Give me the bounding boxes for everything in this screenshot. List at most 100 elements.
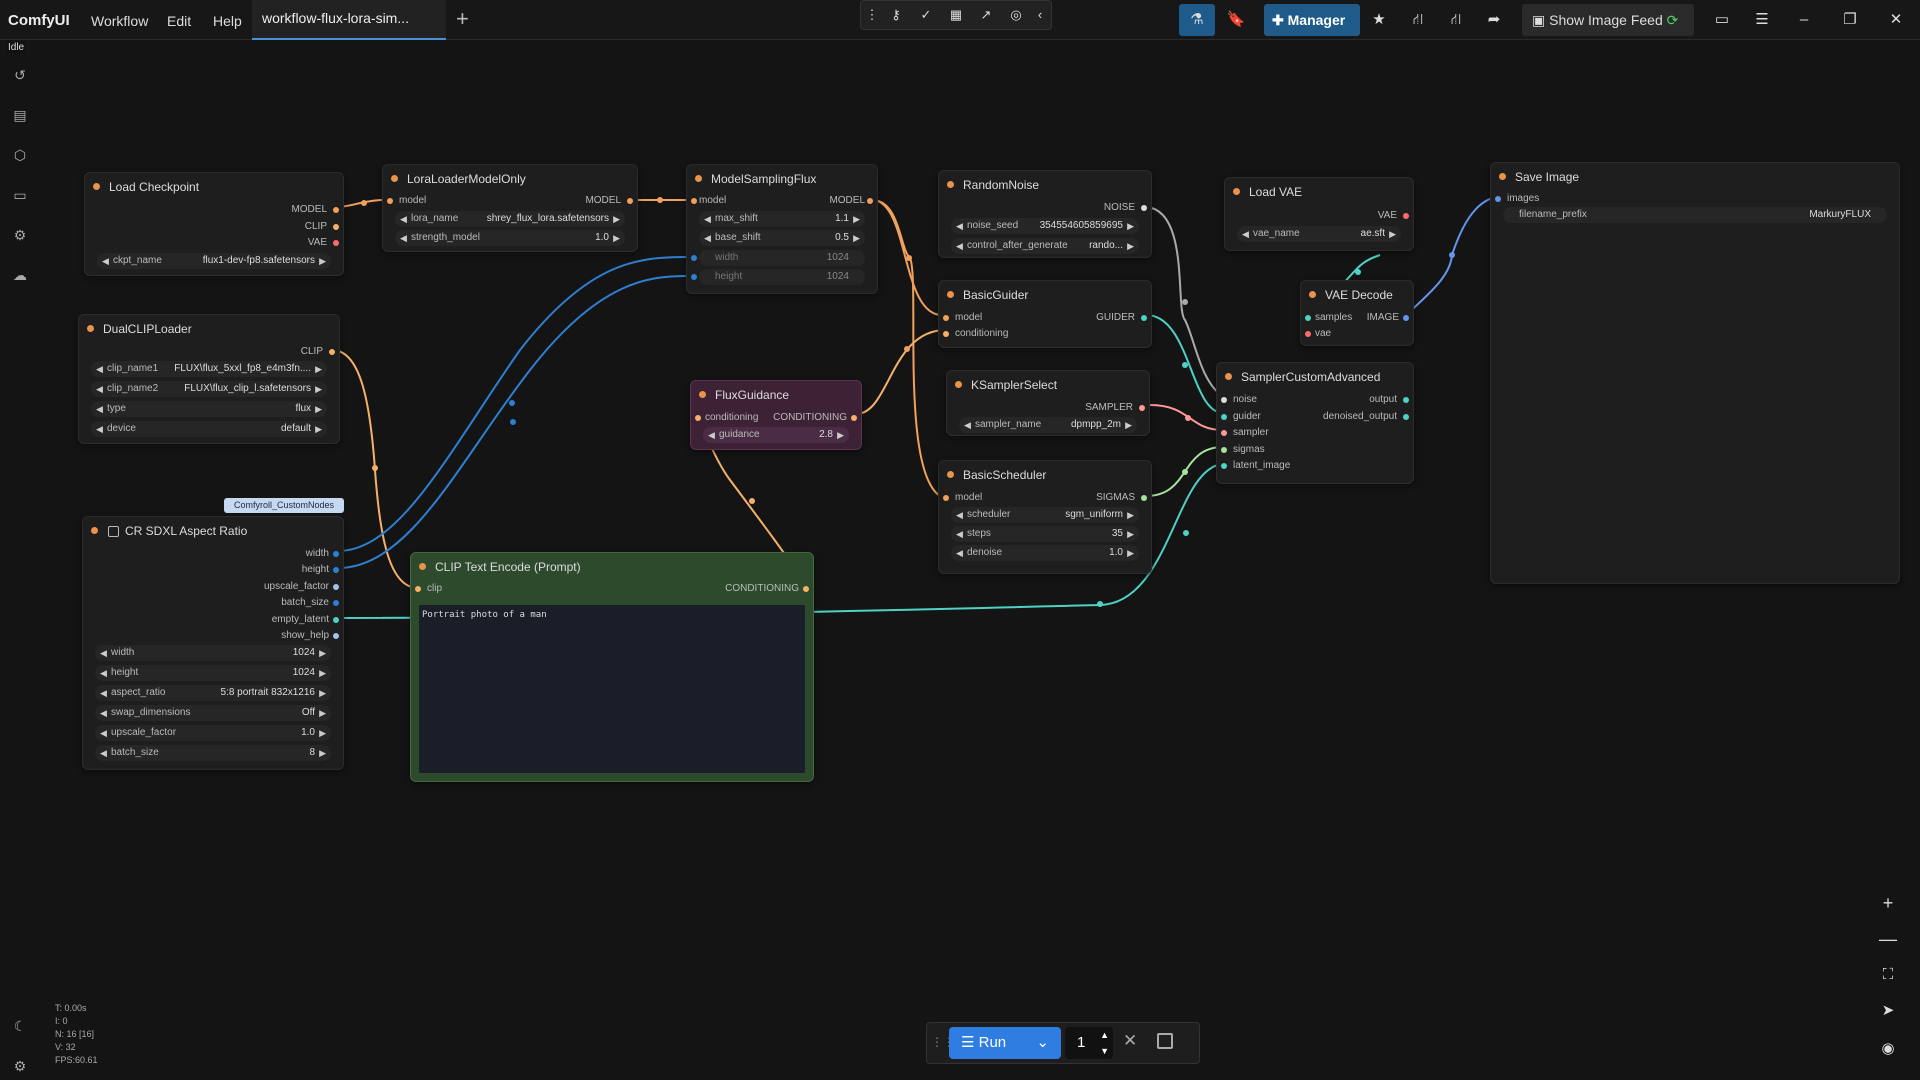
output-clip-dot[interactable] (329, 349, 335, 355)
output-show-help[interactable]: show_help (281, 630, 329, 641)
moon-icon[interactable]: ☾ (13, 1018, 27, 1034)
input-images[interactable]: images (1507, 193, 1540, 204)
menu-edit[interactable]: Edit (167, 13, 192, 29)
input-samples[interactable]: samples (1315, 312, 1353, 323)
input-sigmas[interactable]: sigmas (1233, 444, 1265, 455)
folder-icon[interactable]: ▭ (13, 187, 27, 203)
output-height-dot[interactable] (333, 567, 339, 573)
input-latent-dot[interactable] (1221, 463, 1227, 469)
node-sampler-custom-advanced[interactable]: SamplerCustomAdvanced noise guider sampl… (1216, 362, 1414, 484)
new-tab-icon[interactable]: + (456, 6, 469, 31)
output-image-dot[interactable] (1403, 315, 1409, 321)
input-model[interactable]: model (955, 312, 983, 323)
output-vae-dot[interactable] (1403, 213, 1409, 219)
queue-icon[interactable]: ▤ (13, 107, 27, 123)
output-clip[interactable]: CLIP (300, 346, 323, 357)
input-width-dot[interactable] (691, 255, 697, 261)
output-image[interactable]: IMAGE (1366, 312, 1399, 323)
output-batch-size[interactable]: batch_size (281, 597, 329, 608)
model-library-icon[interactable]: ⚙ (13, 227, 27, 243)
chevron-left-icon[interactable]: ‹ (1037, 7, 1043, 22)
model-download-icon[interactable]: ⛙ (1412, 11, 1424, 28)
star-icon[interactable]: ★ (1372, 11, 1386, 28)
node-clip-text-encode[interactable]: CLIP Text Encode (Prompt) clip CONDITION… (410, 552, 814, 782)
input-conditioning-dot[interactable] (943, 331, 949, 337)
input-model[interactable]: model (399, 195, 427, 206)
output-batch-size-dot[interactable] (333, 600, 339, 606)
output-vae[interactable]: VAE (1377, 210, 1397, 221)
node-flux-guidance[interactable]: FluxGuidance conditioning CONDITIONING ◀… (690, 380, 862, 450)
stepper-icon[interactable]: ▲▼ (1100, 1030, 1109, 1056)
input-guider-dot[interactable] (1221, 414, 1227, 420)
output-output[interactable]: output (1369, 394, 1397, 405)
batch-count-input[interactable]: 1▲▼ (1065, 1027, 1113, 1059)
node-load-checkpoint[interactable]: Load Checkpoint MODEL CLIP VAE ◀ckpt_nam… (84, 172, 344, 276)
input-model-dot[interactable] (943, 495, 949, 501)
output-upscale-factor-dot[interactable] (333, 584, 339, 590)
output-model[interactable]: MODEL (291, 204, 327, 215)
input-samples-dot[interactable] (1305, 315, 1311, 321)
input-images-dot[interactable] (1495, 196, 1501, 202)
input-latent-image[interactable]: latent_image (1233, 460, 1291, 471)
table-icon[interactable]: ▦ (949, 7, 963, 22)
cancel-icon[interactable]: ✕ (1123, 1031, 1138, 1050)
output-denoised[interactable]: denoised_output (1323, 411, 1397, 422)
prompt-textarea[interactable]: Portrait photo of a man (419, 605, 805, 773)
node-vae-decode[interactable]: VAE Decode samples vae IMAGE (1300, 280, 1414, 346)
input-conditioning[interactable]: conditioning (705, 412, 759, 423)
input-conditioning[interactable]: conditioning (955, 328, 1009, 339)
output-clip-dot[interactable] (333, 224, 339, 230)
output-show-help-dot[interactable] (333, 633, 339, 639)
output-sigmas-dot[interactable] (1141, 495, 1147, 501)
app-logo[interactable]: ComfyUI (8, 12, 70, 29)
stop-icon[interactable] (1157, 1033, 1173, 1049)
select-mode-icon[interactable]: ➤ (1881, 1002, 1895, 1019)
bypass-checkbox[interactable] (108, 526, 119, 537)
bookmark-icon[interactable]: 🔖 (1226, 11, 1246, 28)
menu-help[interactable]: Help (213, 13, 242, 29)
workflow-tab[interactable]: workflow-flux-lora-sim... (252, 0, 446, 40)
output-height[interactable]: height (301, 564, 329, 575)
input-sampler-dot[interactable] (1221, 430, 1227, 436)
node-library-icon[interactable]: ⬡ (13, 147, 27, 163)
model-sync-icon[interactable]: ⛙ (1450, 11, 1462, 28)
input-guider[interactable]: guider (1233, 411, 1261, 422)
output-model[interactable]: MODEL (829, 195, 865, 206)
output-upscale-factor[interactable]: upscale_factor (263, 581, 329, 592)
input-model[interactable]: model (699, 195, 727, 206)
input-sampler[interactable]: sampler (1233, 427, 1269, 438)
menu-icon[interactable]: ☰ (1755, 11, 1769, 28)
output-empty-latent-dot[interactable] (333, 617, 339, 623)
output-empty-latent[interactable]: empty_latent (271, 614, 329, 625)
run-button[interactable]: ☰ Run⌄ (949, 1027, 1061, 1059)
input-height-dot[interactable] (691, 274, 697, 280)
restore-icon[interactable]: ❐ (1843, 11, 1857, 28)
check-circle-icon[interactable]: ✓ (920, 7, 932, 22)
output-conditioning-dot[interactable] (851, 415, 857, 421)
input-model-dot[interactable] (691, 198, 697, 204)
output-sampler-dot[interactable] (1139, 405, 1145, 411)
output-model-dot[interactable] (627, 198, 633, 204)
output-clip[interactable]: CLIP (304, 221, 327, 232)
node-model-sampling-flux[interactable]: ModelSamplingFlux model MODEL ◀max_shift… (686, 164, 878, 294)
output-denoised-dot[interactable] (1403, 414, 1409, 420)
output-conditioning-dot[interactable] (803, 586, 809, 592)
output-model[interactable]: MODEL (585, 195, 621, 206)
